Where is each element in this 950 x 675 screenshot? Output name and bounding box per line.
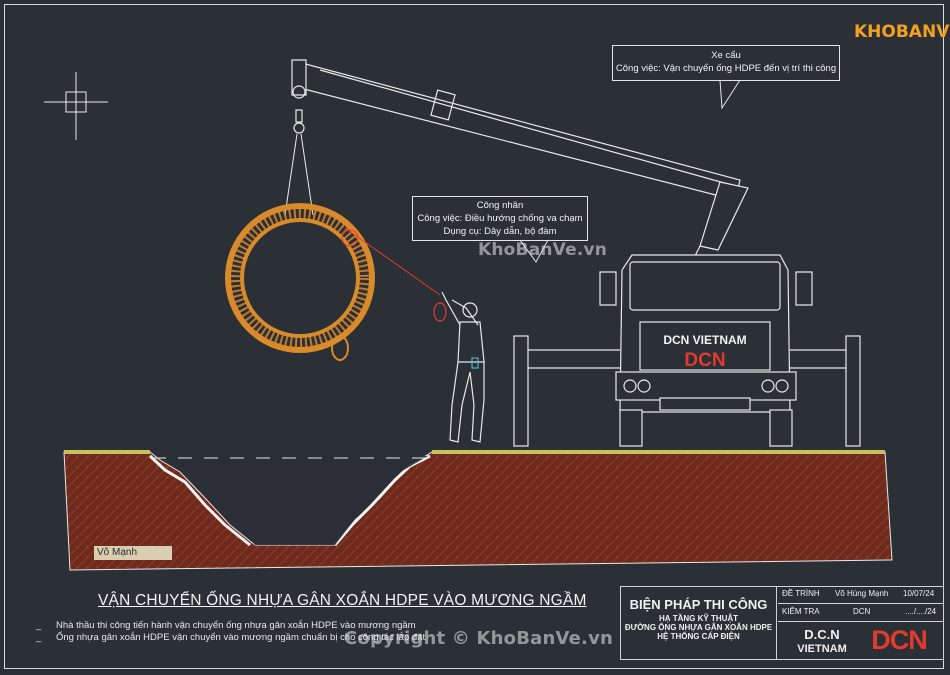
note-item: _Nhà thầu thi công tiến hành vận chuyển … [36, 620, 416, 631]
drawing-frame [4, 4, 944, 669]
crane-callout: Xe cẩu Công việc: Vận chuyển ống HDPE đế… [612, 45, 840, 81]
guide-rope [344, 227, 441, 296]
note-text: Nhà thầu thi công tiến hành vận chuyển ố… [56, 620, 416, 631]
crosshair-symbol [44, 72, 108, 140]
ground-section [63, 450, 893, 571]
signature-label: Võ Mạnh [94, 546, 172, 560]
check-name: DCN [853, 607, 871, 616]
worker-callout-title: Công nhân [476, 200, 524, 211]
company-line2: VIETNAM [797, 643, 847, 655]
crane-callout-task: Công việc: Vận chuyển ống HDPE đến vị tr… [615, 63, 837, 74]
worker-callout: Công nhân Công việc: Điều hướng chống va… [412, 196, 588, 241]
outrigger-supports [513, 335, 861, 447]
hdpe-pipe-coil [225, 203, 375, 361]
worker-callout-pointer [519, 239, 549, 263]
crane-truck [599, 254, 813, 447]
worker-callout-tools: Dụng cụ: Dây dẫn, bộ đàm [443, 226, 557, 237]
crane-callout-title: Xe cẩu [711, 50, 741, 61]
title-block: BIỆN PHÁP THI CÔNG HẠ TẦNG KỸ THUẬT ĐƯỜN… [620, 586, 944, 660]
drawn-date: 10/07/24 [903, 589, 935, 598]
site-logo-text: KHOBANVE [854, 22, 950, 42]
drawn-label: ĐỀ TRÌNH [782, 589, 820, 598]
guide-rope-anchor [341, 229, 359, 247]
watermark-copyright: Copyright © KhoBanVe.vn [344, 628, 614, 649]
crane-callout-pointer [719, 79, 741, 110]
truck-logo: DCN [684, 350, 725, 371]
check-date: ..../..../24 [905, 607, 937, 616]
check-label: KIỂM TRA [782, 607, 820, 616]
drawing-title: VẬN CHUYỂN ỐNG NHỰA GÂN XOẮN HDPE VÀO MƯ… [98, 592, 587, 609]
watermark-center: KhoBanVe.vn [478, 240, 608, 260]
truck-brand-text: DCN VIETNAM [663, 333, 746, 347]
company-logo: DCN [871, 625, 928, 655]
site-logo: KHOBANVE [854, 18, 950, 54]
company-line1: D.C.N [804, 627, 840, 642]
drawn-name: Võ Hùng Mạnh [835, 589, 889, 598]
notes-list: _Nhà thầu thi công tiến hành vận chuyển … [36, 620, 425, 644]
worker-callout-task: Công việc: Điều hướng chống va chạm [417, 213, 583, 224]
title-block-line1: HẠ TẦNG KỸ THUẬT [658, 614, 739, 623]
sling-rope [284, 133, 314, 216]
title-block-heading: BIỆN PHÁP THI CÔNG [629, 597, 768, 612]
title-block-divider-a [778, 603, 944, 604]
title-block-line2: ĐƯỜNG ỐNG NHỰA GÂN XOẮN HDPE [624, 623, 773, 632]
worker-figure [433, 291, 485, 443]
note-text: Ống nhựa gân xoắn HDPE vận chuyển vào mư… [56, 632, 426, 643]
note-item: _Ống nhựa gân xoắn HDPE vận chuyển vào m… [36, 632, 426, 643]
title-block-main: BIỆN PHÁP THI CÔNG HẠ TẦNG KỸ THUẬT ĐƯỜN… [621, 587, 777, 659]
crane-boom [291, 59, 749, 263]
title-block-divider-b [778, 621, 944, 622]
title-block-line3: HỆ THỐNG CÁP ĐIỆN [657, 632, 740, 641]
